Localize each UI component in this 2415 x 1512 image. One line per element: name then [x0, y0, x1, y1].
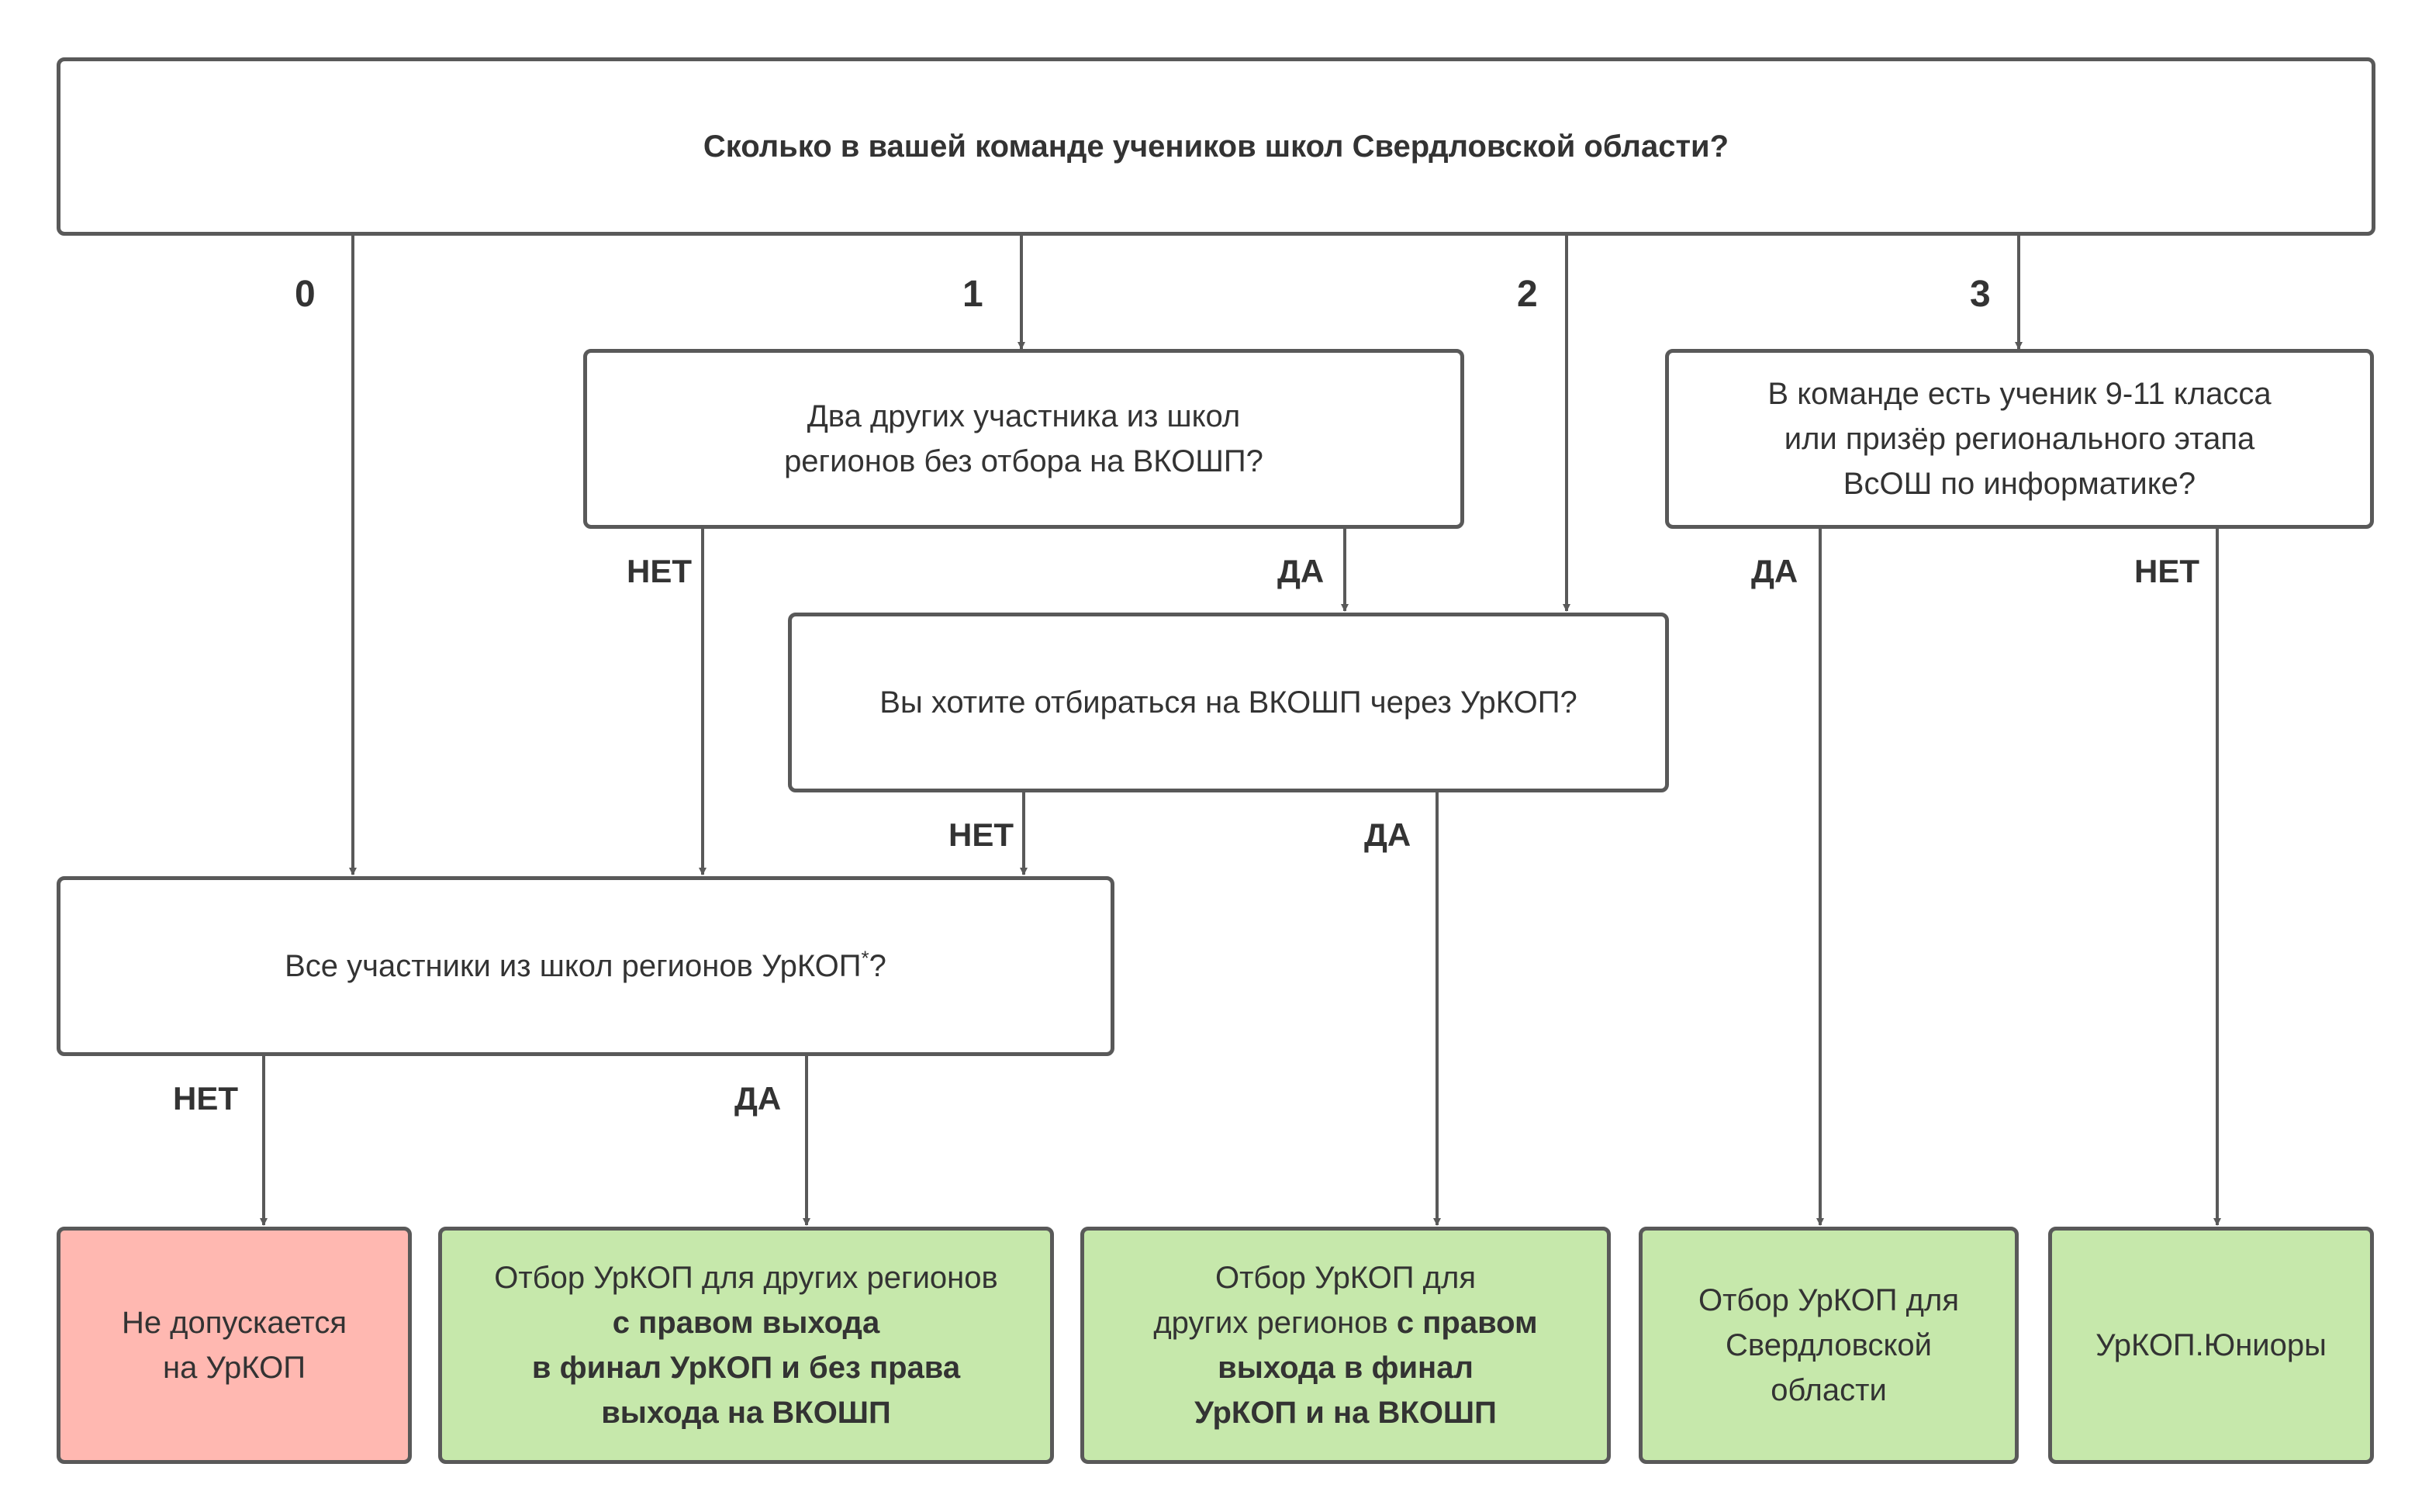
outcome-sverdlovsk: Отбор УрКОП для Свердловской области	[1639, 1227, 2019, 1464]
outcome-other-regions-final-only: Отбор УрКОП для других регионов с правом…	[438, 1227, 1054, 1464]
outcome-final-vkoshp-line4: УрКОП и на ВКОШП	[1194, 1396, 1497, 1430]
outcome-sverdlovsk-line2: Свердловской	[1726, 1328, 1932, 1362]
outcome-final-only-line3: в финал УрКОП и без права	[531, 1351, 961, 1385]
outcome-final-only-line2: с правом выхода	[612, 1306, 880, 1340]
edge-label-two-others-no: НЕТ	[627, 553, 692, 589]
outcome-juniors: УрКОП.Юниоры	[2048, 1227, 2374, 1464]
question-two-others-line2: регионов без отбора на ВКОШП?	[784, 444, 1263, 478]
outcome-final-only-line4: выхода на ВКОШП	[601, 1396, 891, 1430]
edge-label-grade-no: НЕТ	[2134, 553, 2199, 589]
question-all-regions-text: Все участники из школ регионов УрКОП*?	[285, 946, 886, 983]
edge-label-two: 2	[1517, 274, 1538, 315]
question-two-others-box: Два других участника из школ регионов бе…	[583, 349, 1464, 529]
edge-label-three: 3	[1970, 274, 1991, 315]
outcome-not-admitted-line2: на УрКОП	[162, 1351, 306, 1385]
outcome-final-only-line1: Отбор УрКОП для других регионов	[494, 1261, 998, 1295]
question-all-regions-box: Все участники из школ регионов УрКОП*?	[57, 876, 1114, 1056]
outcome-juniors-text: УрКОП.Юниоры	[2095, 1328, 2327, 1362]
outcome-sverdlovsk-line1: Отбор УрКОП для	[1698, 1283, 1959, 1317]
edge-label-all-regions-yes: ДА	[734, 1080, 782, 1117]
question-main-text: Сколько в вашей команде учеников школ Св…	[703, 129, 1729, 164]
edge-label-vkoshp-yes: ДА	[1364, 816, 1411, 853]
outcome-not-admitted: Не допускается на УрКОП	[57, 1227, 412, 1464]
question-grade-line3: ВсОШ по информатике?	[1843, 467, 2196, 501]
outcome-sverdlovsk-line3: области	[1771, 1373, 1887, 1407]
question-two-others-line1: Два других участника из школ	[807, 399, 1241, 433]
outcome-other-regions-final-and-vkoshp: Отбор УрКОП для других регионов с правом…	[1080, 1227, 1611, 1464]
question-vkoshp-box: Вы хотите отбираться на ВКОШП через УрКО…	[788, 613, 1669, 792]
footnote-mark: *	[861, 946, 869, 970]
edge-label-all-regions-no: НЕТ	[173, 1080, 238, 1117]
outcome-final-vkoshp-line3: выхода в финал	[1218, 1351, 1474, 1385]
edge-label-vkoshp-no: НЕТ	[948, 816, 1014, 853]
edge-label-one: 1	[962, 274, 983, 315]
outcome-final-vkoshp-line2: других регионов с правом	[1153, 1306, 1538, 1340]
outcome-not-admitted-line1: Не допускается	[121, 1306, 347, 1340]
edge-label-grade-yes: ДА	[1751, 553, 1798, 589]
question-vkoshp-text: Вы хотите отбираться на ВКОШП через УрКО…	[879, 685, 1577, 720]
outcome-final-vkoshp-line1: Отбор УрКОП для	[1215, 1261, 1476, 1295]
question-grade-line2: или призёр регионального этапа	[1784, 422, 2255, 456]
question-grade-box: В команде есть ученик 9-11 класса или пр…	[1665, 349, 2374, 529]
edge-label-two-others-yes: ДА	[1277, 553, 1325, 589]
question-grade-line1: В команде есть ученик 9-11 класса	[1767, 377, 2272, 411]
edge-label-zero: 0	[295, 274, 316, 315]
question-main-box: Сколько в вашей команде учеников школ Св…	[57, 57, 2375, 236]
